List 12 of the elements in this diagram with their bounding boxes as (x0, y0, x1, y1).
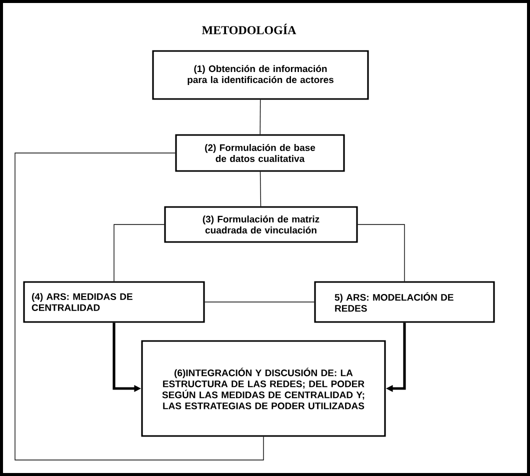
process-box: (4) ARS: MEDIDAS DE CENTRALIDAD (23, 281, 205, 323)
process-box: (2) Formulación de base de datos cualitativa (175, 134, 345, 172)
process-box: (1) Obtención de información para la identificación de actores (152, 50, 369, 100)
connector-line (260, 171, 262, 207)
title: METODOLOGÍA (202, 24, 296, 34)
process-box: (6)INTEGRACIÓN Y DISCUSIÓN DE: LA ESTRUCTURA DE LAS REDES; DEL PODER SEGÚN LAS MEDIDAS DE CENTRALIDAD Y; LAS ESTRATEGIAS DE PODER UTILIZADAS (141, 340, 386, 437)
process-box: (3) Formulación de matriz cuadrada de vinculación (164, 206, 358, 243)
connector-line (114, 224, 165, 282)
process-box: 5) ARS: MODELACIÓN DE REDES (314, 281, 495, 323)
connector-line (14, 152, 264, 460)
connector-line (260, 99, 261, 135)
connector-line (357, 224, 405, 282)
